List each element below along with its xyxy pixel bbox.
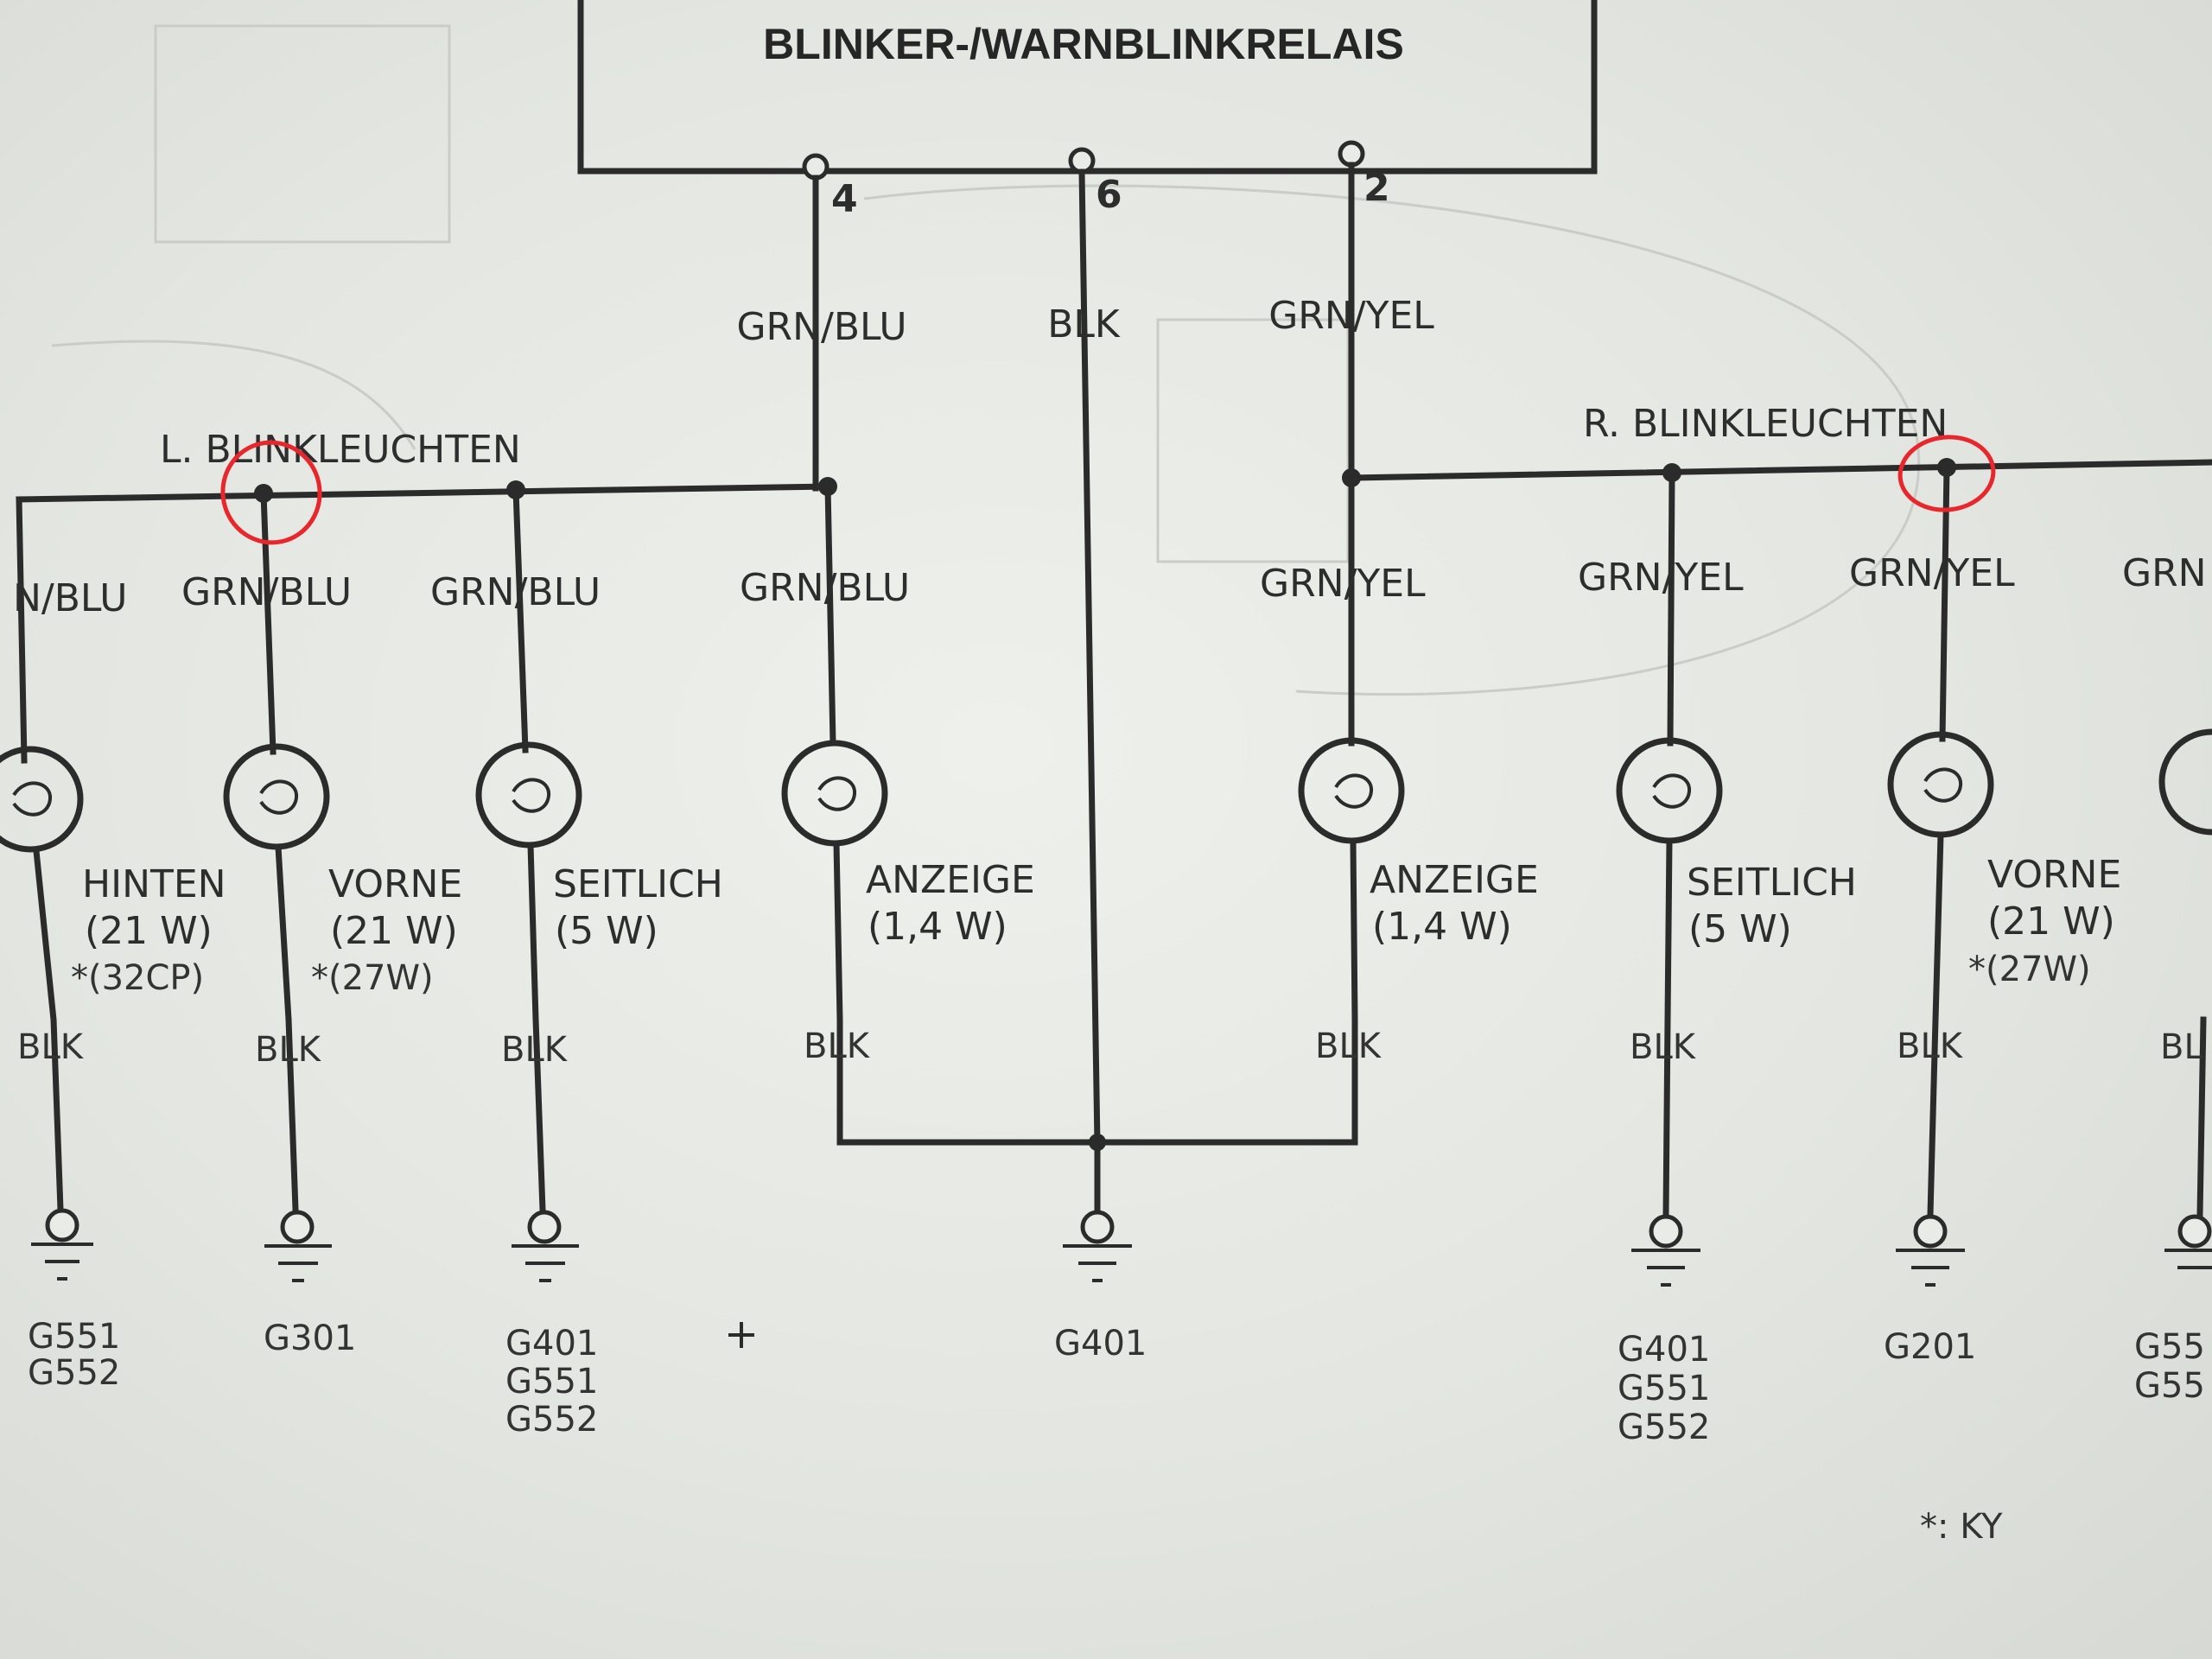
center-ground-label: G401 [1054,1324,1147,1363]
left-lamp-name: VORNE [328,862,462,906]
pin-2-wire-color: GRN/YEL [1268,294,1434,338]
ground-terminal-icon [280,1210,315,1244]
right-lamp-wire-top: GRN/YEL [1578,556,1744,600]
right-lamp-wire-bottom: BLK [1630,1027,1697,1067]
left-lamp-rating: (21 W) [330,909,458,953]
right-lamp-wire-top: GRN/YEL [1260,562,1426,606]
lamp-bulb-icon [1887,731,1994,838]
annotation-circles [220,435,1996,545]
left-lamp-seitlich: GRN/BLU SEITLICH (5 W) BLK G401 G551 G55… [430,486,723,1440]
left-lamp-ground-2: G551 [505,1362,598,1402]
left-lamp-name: SEITLICH [553,862,723,906]
pin-6-number: 6 [1096,173,1122,217]
ground-terminal-icon [1080,1210,1115,1244]
annotation-circle-right [1897,435,1996,512]
pin-4-number: 4 [831,177,858,221]
right-lamp-name: ANZEIGE [1370,858,1539,902]
relay-pins: 4 6 2 [802,140,1390,221]
left-lamp-ground-1: G401 [505,1324,598,1363]
left-lamp-rating: (1,4 W) [868,905,1007,949]
pin-4-terminal [802,153,830,181]
left-lamp-rating: (5 W) [555,909,658,953]
left-lamp-anzeige: GRN/BLU ANZEIGE (1,4 W) BLK [740,483,1358,1146]
annotation-circle-left [220,440,322,545]
ground-terminal-icon [1913,1214,1948,1249]
lamp-bulb-icon [781,740,888,847]
left-lamp-ground-2: G552 [28,1353,120,1393]
pin-4-wire-color: GRN/BLU [736,305,906,349]
center-ground: G401 [1054,1134,1147,1363]
left-bus-title: L. BLINKLEUCHTEN [160,428,521,472]
pin-6-wire-color: BLK [1047,302,1121,346]
ground-terminal-icon [527,1210,562,1244]
left-lamp-wire-top: N/BLU [13,576,127,620]
right-lamp-name: SEITLICH [1687,861,1857,905]
right-lamp-partial: GRN BL G55 G55 [2122,459,2212,1406]
left-lamp-wire-top: GRN/BLU [430,570,601,614]
right-lamp-wire-bottom: BL [2160,1027,2203,1067]
left-lamp-hinten: N/BLU HINTEN (21 W) *(32CP) BLK G551 G55… [0,496,226,1393]
left-lamp-wire-bottom: BLK [501,1030,569,1070]
right-lamp-wire-top: GRN/YEL [1849,551,2015,595]
left-lamp-ground-3: G552 [505,1400,598,1440]
left-lamp-wire-top: GRN/BLU [181,570,352,614]
left-lamp-name: ANZEIGE [866,858,1035,902]
ground-terminal-icon [1649,1214,1683,1249]
footnote: *: KY [1920,1507,2003,1547]
relay-title: BLINKER-/WARNBLINKRELAIS [763,20,1404,68]
right-lamp-anzeige: GRN/YEL ANZEIGE (1,4 W) BLK [1260,474,1539,1066]
lamp-bulb-icon [223,743,330,850]
left-lamp-wire-bottom: BLK [17,1027,85,1067]
pin-6-terminal [1068,147,1096,175]
right-lamp-name: VORNE [1987,853,2121,897]
left-lamp-name: HINTEN [82,862,226,906]
right-lamp-wire-bottom: BLK [1315,1027,1382,1066]
lamp-bulb-icon [475,741,582,849]
right-lamp-ground-2: G551 [1618,1369,1710,1408]
right-lamp-rating: (5 W) [1688,907,1792,951]
right-lamp-rating: (21 W) [1987,899,2115,944]
left-lamp-rating: (21 W) [85,909,213,953]
lamp-bulb-icon [1298,737,1405,844]
right-lamp-ground-3: G552 [1618,1408,1710,1447]
left-lamp-wire-bottom: BLK [255,1030,322,1070]
right-lamp-ground-1: G55 [2134,1327,2205,1367]
left-lamp-ground-1: G301 [264,1319,356,1358]
pin-2-number: 2 [1363,166,1390,210]
lamp-bulb-icon [1616,737,1723,844]
ground-terminal-icon [45,1208,79,1243]
left-lamp-wire-top: GRN/BLU [740,566,910,610]
lamp-bulb-icon [2158,728,2212,836]
right-lamp-ground-2: G55 [2134,1366,2205,1406]
right-bus: R. BLINKLEUCHTEN [1342,402,2212,487]
right-lamp-rating: (1,4 W) [1372,905,1512,949]
background-ghost-artwork [51,24,1921,696]
feed-wires: GRN/BLU BLK GRN/YEL [736,162,1434,1148]
right-lamp-ground-1: G201 [1884,1327,1976,1367]
right-bus-title: R. BLINKLEUCHTEN [1583,402,1948,446]
right-lamp-wire-top: GRN [2122,551,2207,595]
ground-terminal-icon [2177,1214,2212,1249]
left-lamp-alt: *(32CP) [71,958,204,998]
left-lamp-alt: *(27W) [311,958,434,998]
registration-cross [728,1322,754,1348]
left-lamp-ground-1: G551 [28,1317,120,1357]
left-bus: L. BLINKLEUCHTEN [16,428,837,503]
pin-2-terminal [1338,140,1365,168]
right-lamp-seitlich: GRN/YEL SEITLICH (5 W) BLK G401 G551 G55… [1578,469,1857,1447]
right-lamp-wire-bottom: BLK [1897,1027,1964,1066]
right-lamp-ground-1: G401 [1618,1330,1710,1370]
right-lamp-alt: *(27W) [1968,950,2091,989]
left-lamp-wire-bottom: BLK [804,1027,871,1066]
left-lamp-vorne: GRN/BLU VORNE (21 W) *(27W) BLK G301 [181,490,462,1358]
right-lamp-vorne: GRN/YEL VORNE (21 W) *(27W) BLK G201 [1849,464,2121,1367]
lamp-bulb-icon [0,746,84,853]
relay-box: BLINKER-/WARNBLINKRELAIS [577,0,1598,175]
